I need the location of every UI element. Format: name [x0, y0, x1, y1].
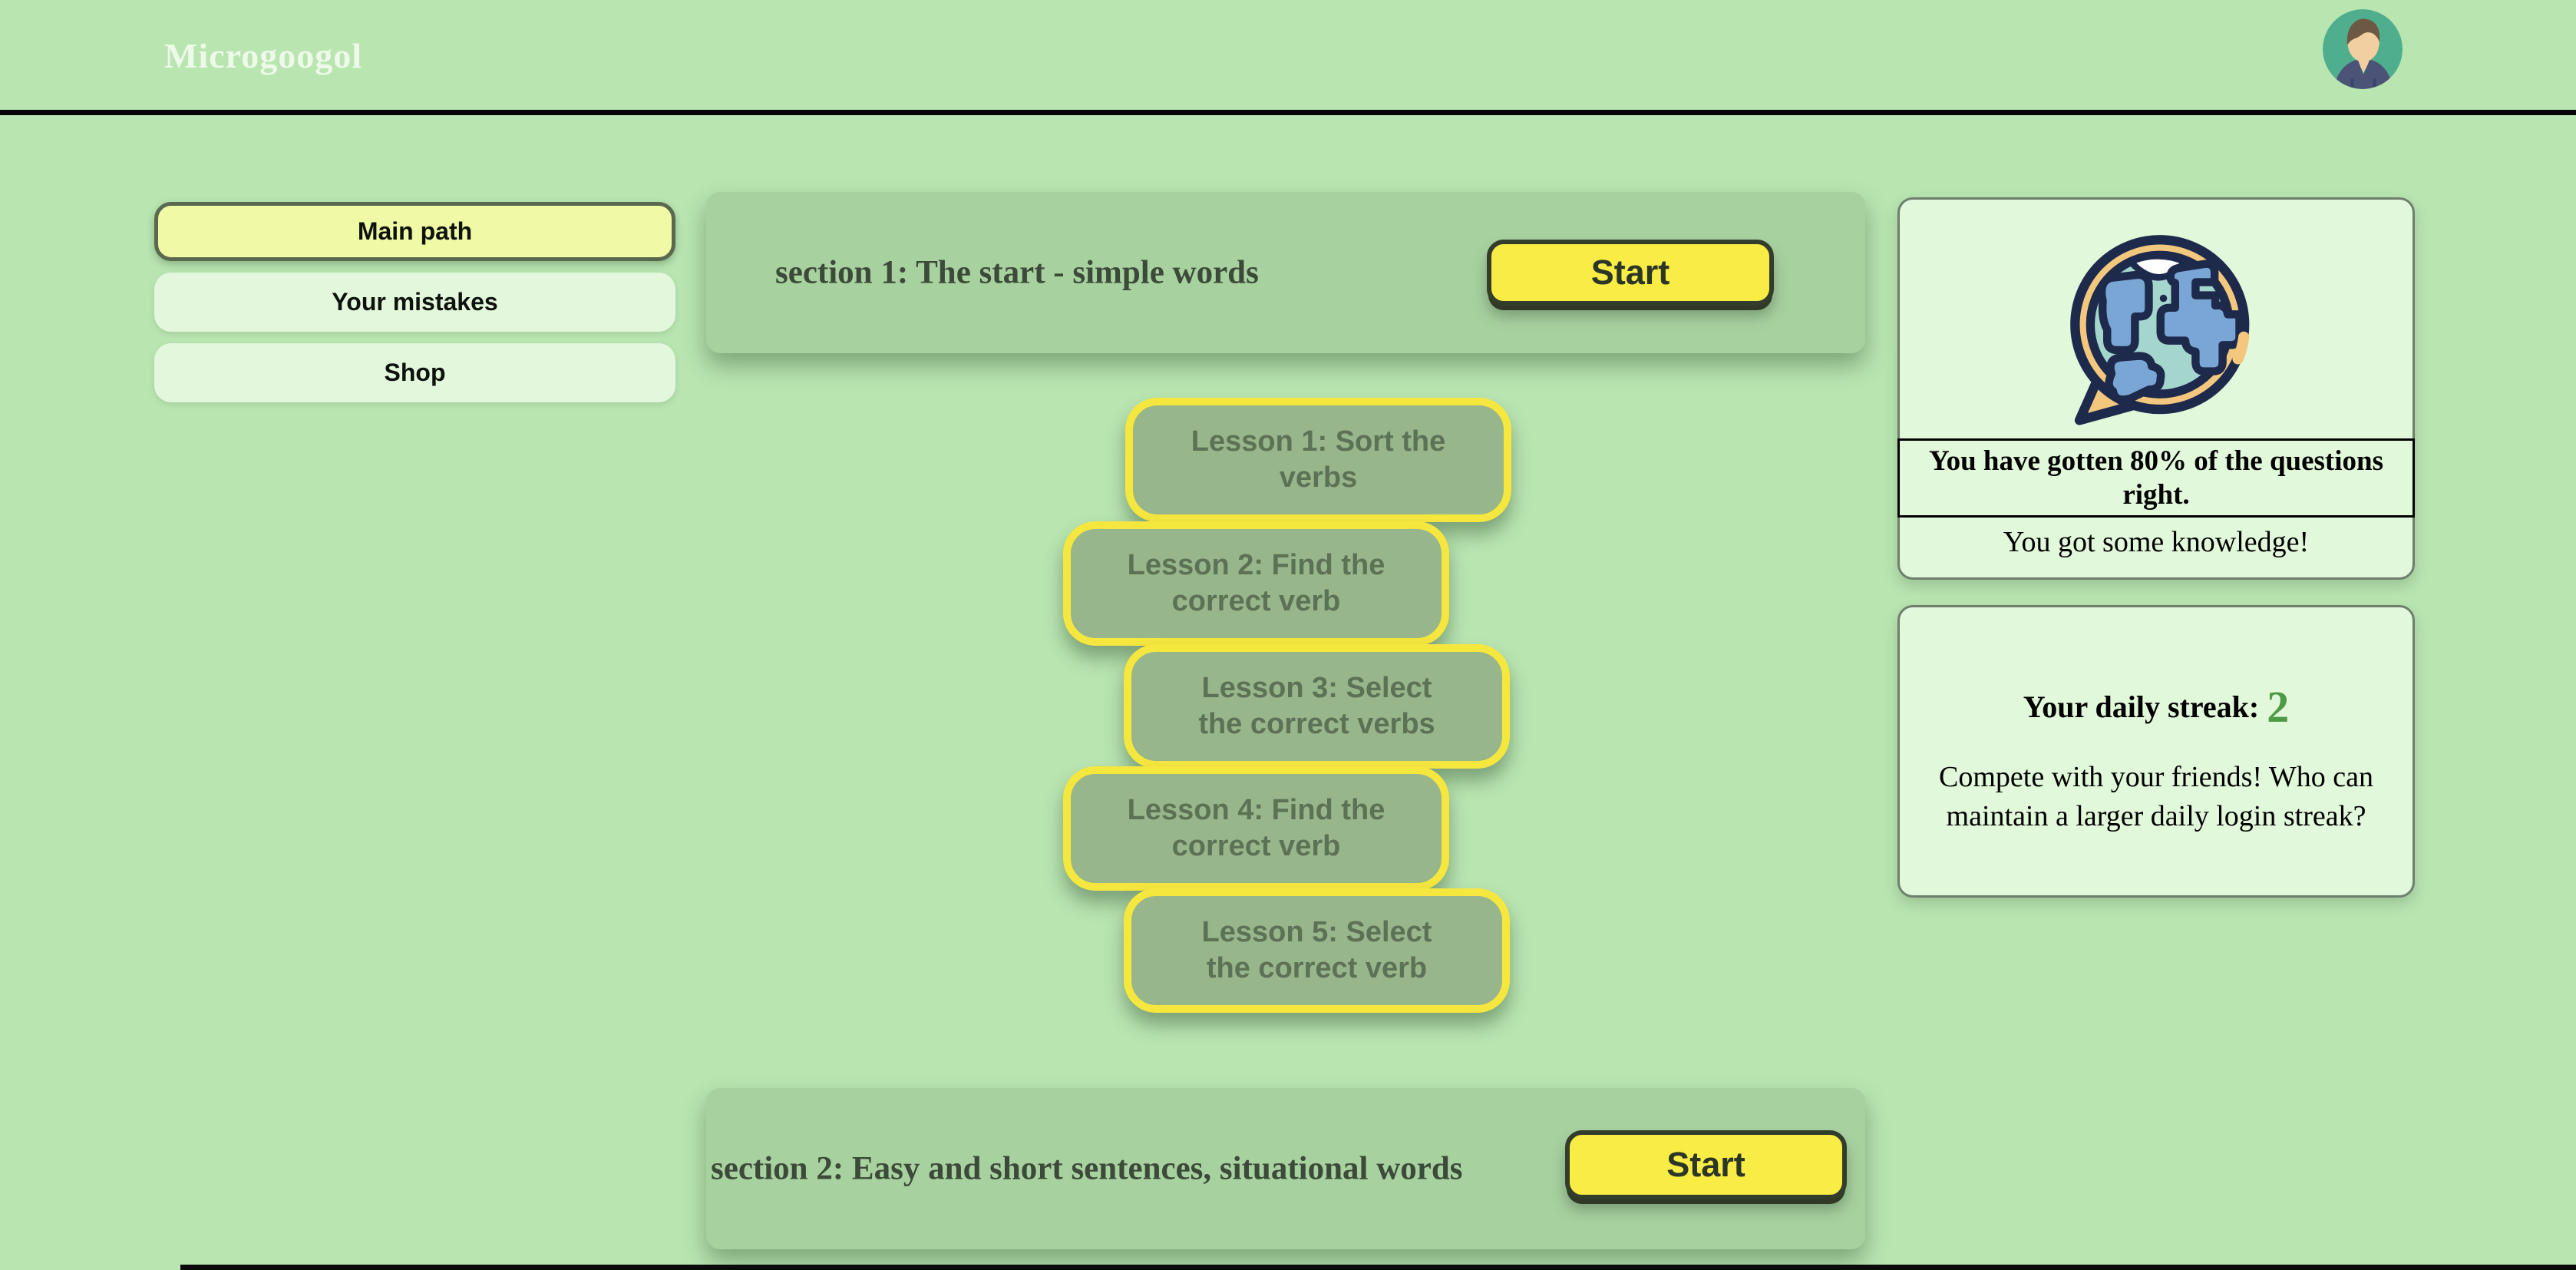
- lesson-5-button[interactable]: Lesson 5: Select the correct verb: [1124, 888, 1510, 1013]
- section-2-card: section 2: Easy and short sentences, sit…: [706, 1088, 1865, 1249]
- globe-speech-bubble-icon: [2050, 227, 2262, 428]
- sidebar: Main path Your mistakes Shop: [154, 202, 675, 402]
- streak-description: Compete with your friends! Who can maint…: [1939, 761, 2373, 833]
- section-1-start-button[interactable]: Start: [1487, 240, 1774, 306]
- streak-value: 2: [2267, 682, 2290, 732]
- lesson-4-button[interactable]: Lesson 4: Find the correct verb: [1063, 766, 1449, 891]
- knowledge-card: You have gotten 80% of the questions rig…: [1897, 197, 2415, 580]
- score-subtext: You got some knowledge!: [2003, 526, 2310, 558]
- user-avatar-icon: [2323, 9, 2403, 89]
- section-1-card: section 1: The start - simple words Star…: [706, 192, 1865, 353]
- streak-line: Your daily streak:2: [1900, 681, 2413, 733]
- lesson-2-button[interactable]: Lesson 2: Find the correct verb: [1063, 521, 1449, 646]
- streak-card: Your daily streak:2 Compete with your fr…: [1897, 605, 2415, 898]
- sidebar-item-shop[interactable]: Shop: [154, 343, 675, 402]
- sidebar-item-main-path[interactable]: Main path: [154, 202, 675, 261]
- avatar[interactable]: [2323, 9, 2403, 89]
- section-2-start-button[interactable]: Start: [1565, 1130, 1847, 1199]
- sidebar-item-your-mistakes[interactable]: Your mistakes: [154, 273, 675, 332]
- app-title: Microgoogol: [164, 36, 362, 75]
- score-headline: You have gotten 80% of the questions rig…: [1897, 438, 2415, 518]
- header: Microgoogol: [0, 0, 2576, 115]
- lesson-1-button[interactable]: Lesson 1: Sort the verbs: [1125, 398, 1511, 522]
- section-1-title: section 1: The start - simple words: [775, 254, 1259, 291]
- streak-label: Your daily streak:: [2023, 690, 2260, 724]
- bottom-divider: [180, 1265, 2576, 1270]
- lesson-3-button[interactable]: Lesson 3: Select the correct verbs: [1124, 644, 1510, 769]
- section-2-title: section 2: Easy and short sentences, sit…: [711, 1150, 1463, 1187]
